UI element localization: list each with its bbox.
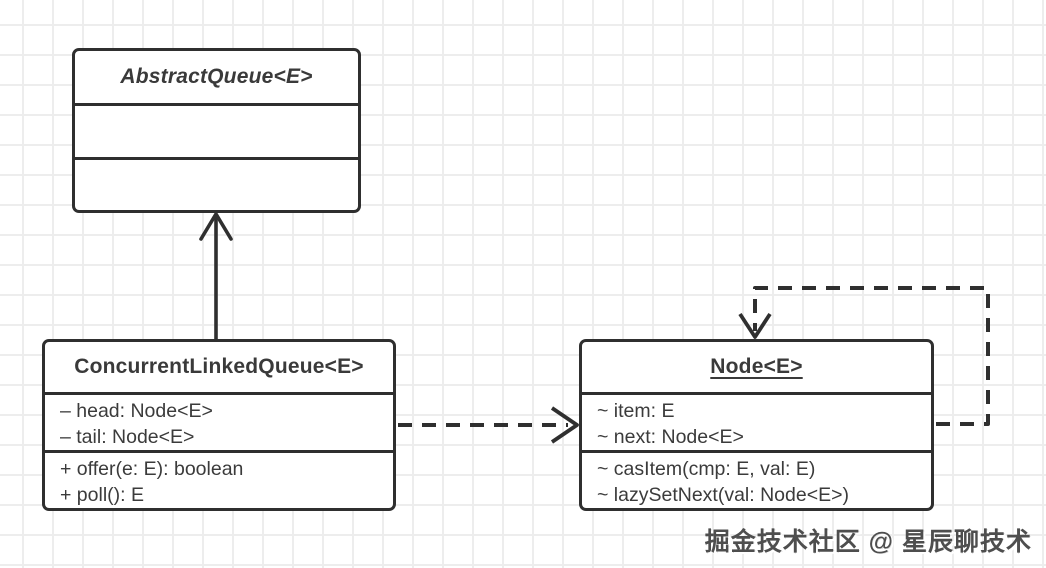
abstract-queue-fields-compartment	[75, 103, 358, 157]
concurrent-linked-queue-fields-compartment: – head: Node<E> – tail: Node<E>	[45, 392, 393, 450]
node-fields-compartment: ~ item: E ~ next: Node<E>	[582, 392, 931, 450]
field-tail: – tail: Node<E>	[60, 426, 195, 448]
self-reference-arrowhead-icon	[738, 312, 772, 339]
class-title-node: Node<E>	[710, 355, 803, 378]
method-casitem: ~ casItem(cmp: E, val: E)	[597, 458, 816, 480]
watermark-text: 掘金技术社区 @ 星辰聊技术	[704, 528, 1032, 556]
field-next: ~ next: Node<E>	[597, 426, 744, 448]
inheritance-arrow	[199, 212, 233, 341]
node-methods-compartment: ~ casItem(cmp: E, val: E) ~ lazySetNext(…	[582, 450, 931, 508]
class-title-abstract-queue: AbstractQueue<E>	[120, 65, 313, 88]
dependency-arrowhead-icon	[550, 406, 579, 444]
class-box-concurrent-linked-queue: ConcurrentLinkedQueue<E> – head: Node<E>…	[42, 339, 396, 511]
inheritance-arrowhead-icon	[199, 212, 233, 241]
class-box-node: Node<E> ~ item: E ~ next: Node<E> ~ casI…	[579, 339, 934, 511]
abstract-queue-methods-compartment	[75, 156, 358, 211]
field-head: – head: Node<E>	[60, 400, 213, 422]
dependency-arrow	[398, 406, 579, 444]
concurrent-linked-queue-methods-compartment: + offer(e: E): boolean + poll(): E	[45, 450, 393, 508]
method-poll: + poll(): E	[60, 484, 144, 506]
field-item: ~ item: E	[597, 400, 675, 422]
method-lazysetnext: ~ lazySetNext(val: Node<E>)	[597, 484, 849, 506]
method-offer: + offer(e: E): boolean	[60, 458, 244, 480]
class-box-abstract-queue: AbstractQueue<E>	[72, 48, 361, 213]
class-title-concurrent-linked-queue: ConcurrentLinkedQueue<E>	[74, 355, 364, 378]
